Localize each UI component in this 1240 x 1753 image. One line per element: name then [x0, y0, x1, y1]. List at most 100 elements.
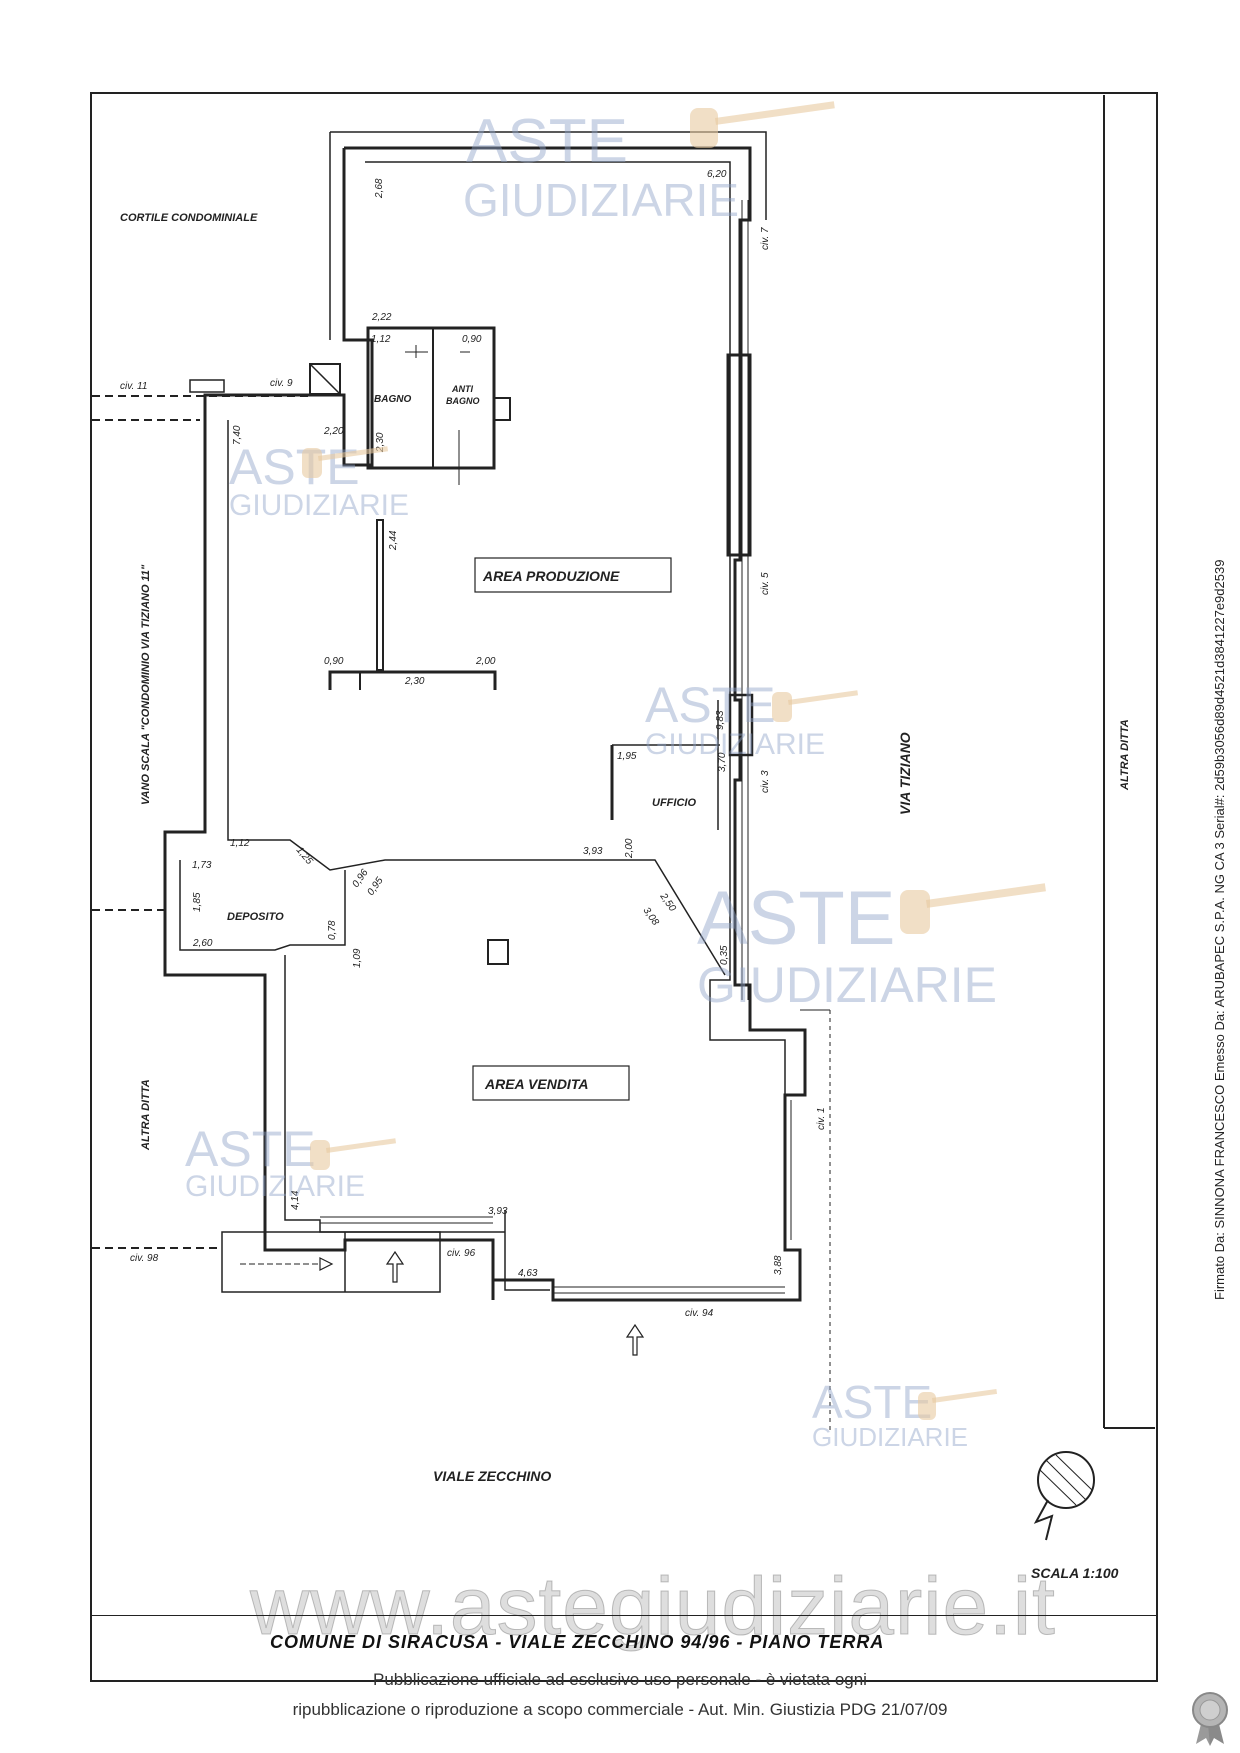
- dimension-label: 1,12: [371, 334, 391, 345]
- dimension-label: 3,93: [488, 1206, 508, 1217]
- watermark-giudiziarie: GIUDIZIARIE: [812, 1422, 968, 1452]
- dimension-label: 1,73: [192, 860, 212, 871]
- gavel-icon: [772, 690, 859, 722]
- civic-number: civ. 7: [760, 227, 771, 250]
- dimension-label: 3,70: [717, 752, 728, 772]
- entrance-ramp: [221, 1231, 441, 1293]
- small-box: [189, 379, 225, 393]
- watermark-aste: ASTE: [812, 1376, 932, 1428]
- dimension-label: 0,90: [324, 656, 344, 667]
- north-arrow-icon: [1037, 1451, 1095, 1509]
- watermark-giudiziarie: GIUDIZIARIE: [463, 174, 739, 226]
- label-cortile: CORTILE CONDOMINIALE: [120, 212, 258, 224]
- dimension-label: 9,83: [715, 710, 726, 730]
- room-deposito: DEPOSITO: [227, 911, 284, 923]
- dimension-label: 2,60: [192, 938, 213, 949]
- watermark-site: www.astegiudiziarie.it: [250, 1561, 1056, 1653]
- dimension-label: 1,12: [230, 838, 250, 849]
- dimension-label: 2,44: [388, 530, 399, 551]
- bathroom-niche: [493, 397, 511, 421]
- drawing-title: COMUNE DI SIRACUSA - VIALE ZECCHINO 94/9…: [270, 1632, 885, 1652]
- civic-number: civ. 1: [816, 1107, 827, 1130]
- dimension-label: 4,14: [290, 1190, 301, 1210]
- dimension-label: 2,68: [374, 178, 385, 199]
- dimension-label: 6,20: [707, 169, 727, 180]
- wall-inner: [227, 420, 726, 976]
- dimension-label: 3,08: [641, 905, 661, 928]
- dimension-label: 1,95: [617, 751, 637, 762]
- dimension-label: 3,93: [583, 846, 603, 857]
- watermark-aste: ASTE: [229, 439, 360, 495]
- dimension-label: 1,25: [294, 845, 315, 867]
- label-altra-ditta-right: ALTRA DITTA: [1119, 719, 1131, 791]
- scale-label: SCALA 1:100: [1031, 1565, 1119, 1581]
- dimension-label: 2,00: [624, 838, 635, 859]
- civic-number: civ. 3: [760, 770, 771, 793]
- gavel-icon: [302, 446, 389, 478]
- dimension-label: 0,35: [719, 945, 730, 965]
- room-label-frame: [474, 557, 672, 593]
- entrance-arrow: [385, 1250, 405, 1283]
- stair-box: [309, 363, 341, 395]
- partition-wall: [376, 519, 384, 671]
- entrance-arrow: [319, 1257, 334, 1271]
- wall-inner: [179, 860, 346, 951]
- column: [487, 939, 509, 965]
- north-arrow-icon: [1045, 1459, 1087, 1501]
- dimension-label: 1,09: [352, 948, 363, 968]
- dimension-label: 4,63: [518, 1268, 538, 1279]
- room-anti-bagno-1: ANTI: [451, 384, 473, 394]
- label-viale-zecchino: VIALE ZECCHINO: [433, 1468, 551, 1484]
- watermark-giudiziarie: GIUDIZIARIE: [185, 1170, 365, 1203]
- civic-number: civ. 5: [760, 572, 771, 595]
- watermark-aste: ASTE: [645, 677, 776, 733]
- watermark-giudiziarie: GIUDIZIARIE: [697, 957, 997, 1013]
- room-ufficio: UFFICIO: [652, 797, 696, 809]
- room-area-vendita: AREA VENDITA: [484, 1076, 588, 1092]
- watermark-giudiziarie: GIUDIZIARIE: [645, 728, 825, 761]
- label-altra-ditta-left: ALTRA DITTA: [140, 1079, 152, 1151]
- publication-notice-line2: ripubblicazione o riproduzione a scopo c…: [292, 1700, 948, 1719]
- civic-number: civ. 9: [270, 378, 293, 389]
- gavel-icon: [900, 883, 1046, 934]
- gavel-icon: [918, 1388, 998, 1420]
- north-arrow-icon: [1055, 1454, 1093, 1491]
- dimension-label: 2,50: [657, 891, 678, 914]
- facade-pier: [726, 353, 752, 557]
- wall-outline: [232, 148, 374, 467]
- dimension-label: 0,78: [327, 920, 338, 940]
- room-label-frame: [472, 1065, 630, 1101]
- dimension-label: 2,20: [323, 426, 344, 437]
- dimension-label: 0,95: [365, 875, 385, 898]
- dimension-label: 1,85: [192, 892, 203, 912]
- dimension-label: 7,40: [232, 425, 243, 445]
- dimension-label: 2,30: [404, 676, 425, 687]
- dimension-label: 0,90: [462, 334, 482, 345]
- gavel-icon: [310, 1138, 397, 1170]
- boundary-line: [330, 131, 767, 220]
- dimension-label: 2,00: [475, 656, 496, 667]
- civic-number: civ. 11: [120, 381, 147, 392]
- gavel-icon: [690, 101, 835, 148]
- civic-number: civ. 98: [130, 1253, 159, 1264]
- watermark-giudiziarie: GIUDIZIARIE: [229, 489, 409, 522]
- partition-wall: [328, 670, 497, 690]
- watermark-aste: ASTE: [185, 1121, 316, 1177]
- publication-notice-line1: Pubblicazione ufficiale ad esclusivo uso…: [373, 1670, 867, 1689]
- wall-outline: [344, 146, 807, 1302]
- north-arrow-icon: [1039, 1469, 1077, 1506]
- watermark-aste: ASTE: [466, 107, 628, 176]
- signature-notice: Firmato Da: SINNONA FRANCESCO Emesso Da:…: [1212, 559, 1227, 1300]
- dimension-label: 2,30: [375, 432, 386, 453]
- civic-number: civ. 94: [685, 1308, 714, 1319]
- wall-outline: [163, 393, 495, 1300]
- stair-box-diagonal: [309, 363, 341, 395]
- north-arrow-icon: [1033, 1499, 1054, 1541]
- watermark-aste: ASTE: [697, 876, 896, 961]
- wall-inner: [365, 161, 786, 1240]
- room-anti-bagno-2: BAGNO: [446, 396, 480, 406]
- seal-icon: [1192, 1692, 1228, 1746]
- room-area-produzione: AREA PRODUZIONE: [482, 568, 620, 584]
- entrance-arrow: [625, 1323, 645, 1356]
